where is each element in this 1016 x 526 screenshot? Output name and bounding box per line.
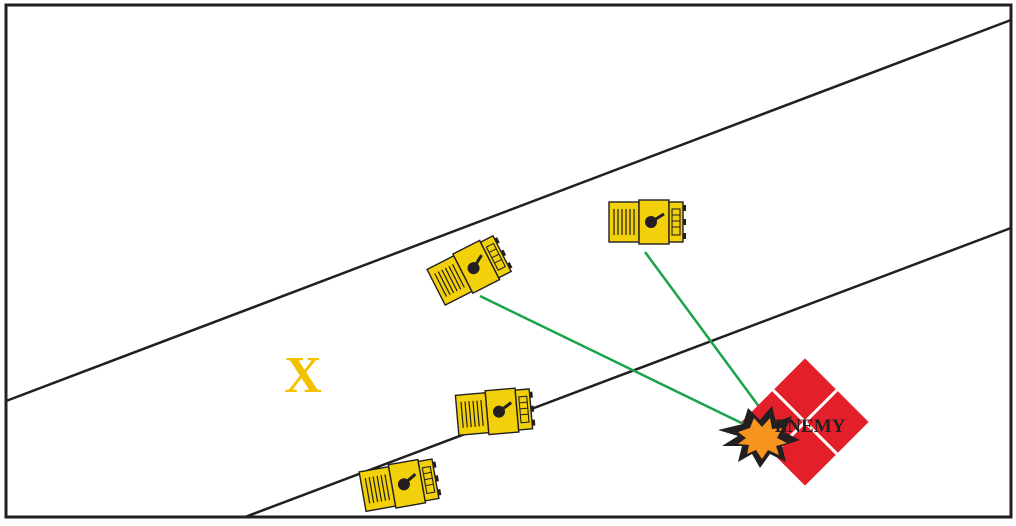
tank-icon bbox=[455, 387, 536, 438]
road-upper-edge bbox=[6, 20, 1011, 401]
tank-icon bbox=[609, 200, 686, 244]
fire-line-2 bbox=[645, 252, 763, 412]
diagram-border bbox=[6, 5, 1011, 517]
tank-icon bbox=[359, 457, 442, 514]
enemy-label: ENEMY bbox=[775, 416, 846, 437]
tank-icon bbox=[426, 233, 515, 307]
objective-marker: X bbox=[284, 347, 322, 404]
